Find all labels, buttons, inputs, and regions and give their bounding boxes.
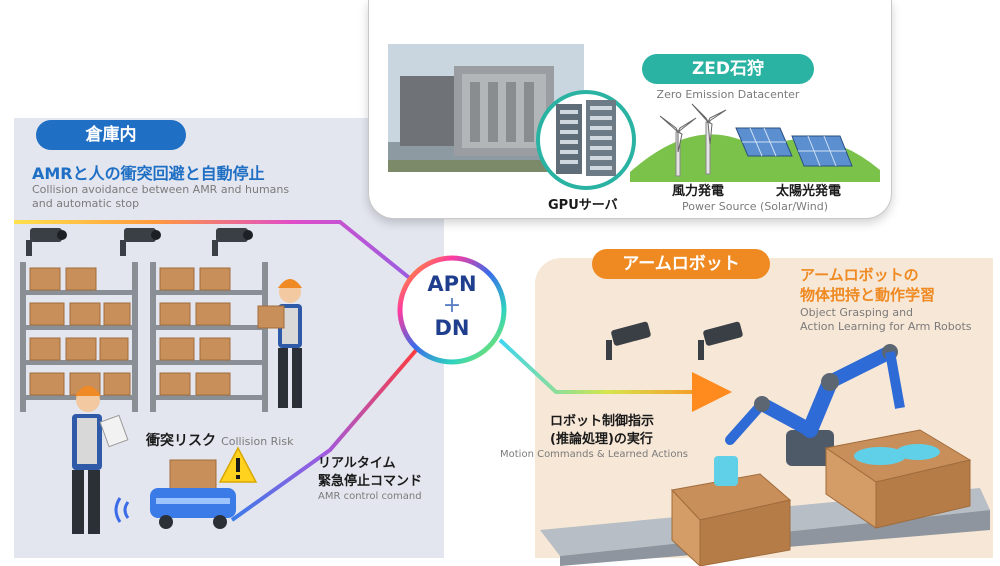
cardboard-box-left	[671, 456, 792, 566]
arm-title-en-2: Action Learning for Arm Robots	[800, 320, 972, 333]
hub-plus: +	[442, 293, 462, 318]
connector-amr	[230, 346, 420, 522]
hub-ring	[397, 255, 507, 365]
warehouse-title-en-1: Collision avoidance between AMR and huma…	[32, 183, 290, 196]
amr-robot-icon	[114, 459, 236, 529]
wind-turbine-icon	[659, 103, 727, 177]
arm-title-2: 物体把持と動作学習	[800, 286, 936, 304]
worker-figure	[257, 279, 302, 408]
warehouse-shelves-image	[20, 262, 268, 412]
gpu-server-label: GPUサーバ	[548, 198, 618, 213]
robot-command-jp-1: ロボット制御指示	[550, 414, 655, 429]
amr-command-jp-1: リアルタイム	[318, 456, 396, 471]
arm-title-1: アームロボットの	[800, 266, 919, 284]
robot-command-jp-2: (推論処理)の実行	[550, 432, 653, 447]
cardboard-box-right	[824, 429, 972, 529]
collision-risk-en: Collision Risk	[221, 435, 294, 448]
connector-warehouse	[14, 220, 414, 282]
arm-robot-figure	[725, 344, 905, 466]
warehouse-title: AMRと人の衝突回避と自動停止	[32, 164, 265, 183]
collision-risk-jp: 衝突リスク	[146, 433, 216, 449]
command-arrow	[498, 338, 732, 412]
gpu-server-icon	[536, 90, 636, 190]
solar-panel-icon	[735, 127, 853, 167]
zed-badge-en: Zero Emission Datacenter	[656, 88, 800, 101]
power-source-en: Power Source (Solar/Wind)	[682, 200, 828, 213]
amr-command-en: AMR control comand	[318, 491, 422, 502]
zed-badge: ZED石狩	[642, 54, 814, 84]
arm-title-en-1: Object Grasping and	[800, 306, 914, 319]
solar-power-label: 太陽光発電	[776, 184, 842, 199]
wind-power-label: 風力発電	[672, 184, 725, 199]
robot-command-en: Motion Commands & Learned Actions	[500, 449, 688, 460]
warehouse-title-en-2: and automatic stop	[32, 197, 140, 210]
warning-icon	[218, 446, 258, 483]
arm-robot-badge: アームロボット	[592, 249, 770, 279]
amr-command-jp-2: 緊急停止コマンド	[318, 474, 423, 489]
security-camera-icon	[26, 228, 253, 256]
hub-apn: APN	[427, 272, 477, 296]
worker-with-clipboard-figure	[72, 386, 129, 534]
hub-dn: DN	[434, 316, 470, 340]
security-camera-icon-arm	[606, 321, 743, 360]
warehouse-badge: 倉庫内	[36, 120, 186, 150]
